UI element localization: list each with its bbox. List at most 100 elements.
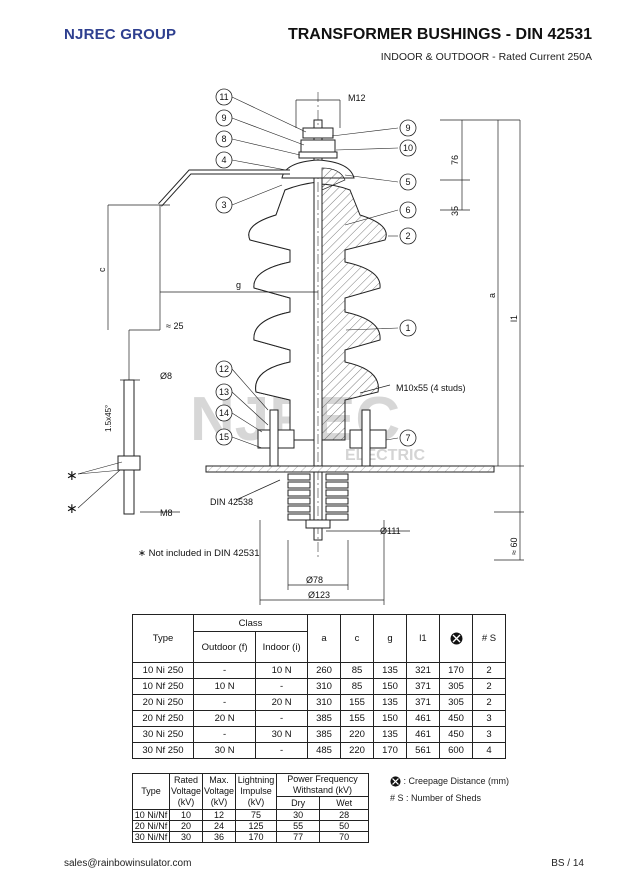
top-cap <box>281 159 355 179</box>
table-cell: 220 <box>340 742 374 759</box>
vcol-dry: Dry <box>275 796 321 810</box>
callout-2: 2 <box>405 231 410 241</box>
table-cell: 36 <box>202 831 236 843</box>
dim-studs: M10x55 (4 studs) <box>396 383 466 393</box>
dim-76: 76 <box>450 155 460 165</box>
table-cell: 385 <box>307 726 341 743</box>
table-cell: 305 <box>439 678 473 695</box>
col-class: Class <box>193 614 308 632</box>
table-cell: 371 <box>406 678 440 695</box>
dim-dia8: Ø8 <box>160 371 172 381</box>
dim-dia111: Ø111 <box>380 526 401 536</box>
table-cell: 310 <box>307 694 341 711</box>
stud-right <box>361 409 371 467</box>
vcol-power-frequency: Power Frequency Withstand (kV) <box>276 773 369 797</box>
footer-page-number: BS / 14 <box>551 858 584 869</box>
dim-c: c <box>97 267 107 272</box>
callout-13: 13 <box>219 387 229 397</box>
table-cell: 30 <box>275 809 321 821</box>
table-cell: 3 <box>472 710 506 727</box>
table-cell: 170 <box>373 742 407 759</box>
table-cell: 150 <box>373 678 407 695</box>
callout-5: 5 <box>405 177 410 187</box>
vcol-max: Max. Voltage (kV) <box>202 773 236 810</box>
col-g: g <box>373 614 407 663</box>
callout-4: 4 <box>221 155 226 165</box>
col-c: c <box>340 614 374 663</box>
legend-creepage: : Creepage Distance (mm) <box>390 776 509 787</box>
vcol-type: Type <box>132 773 170 810</box>
table-cell: 385 <box>307 710 341 727</box>
table-cell: 155 <box>340 694 374 711</box>
dim-dia78: Ø78 <box>306 575 323 585</box>
table-cell: - <box>255 678 308 695</box>
table-cell: 10 Nf 250 <box>132 678 194 695</box>
page-subtitle: INDOOR & OUTDOOR - Rated Current 250A <box>380 51 592 63</box>
table-cell: 170 <box>235 831 277 843</box>
table-cell: 10 N <box>255 662 308 679</box>
stud-left <box>269 409 279 467</box>
table-cell: 10 <box>169 809 203 821</box>
callout-7: 7 <box>405 433 410 443</box>
table-cell: 461 <box>406 726 440 743</box>
callout-9-left: 9 <box>221 113 226 123</box>
table-cell: - <box>192 662 257 679</box>
callout-6: 6 <box>405 205 410 215</box>
star-mark-1: ∗ <box>66 467 78 483</box>
table-cell: 85 <box>340 678 374 695</box>
table-cell: 12 <box>202 809 236 821</box>
callout-10: 10 <box>403 143 413 153</box>
dim-approx60: ≈ 60 <box>509 538 519 555</box>
page-title: TRANSFORMER BUSHINGS - DIN 42531 <box>287 26 592 43</box>
dim-dia123: Ø123 <box>308 590 330 600</box>
dimensions-table: Type Class a c g l1 # S Outdoor (f) Indo… <box>132 614 506 759</box>
callout-11: 11 <box>219 92 228 102</box>
vcol-rated: Rated Voltage (kV) <box>169 773 203 810</box>
dim-chamfer: 1.5x45° <box>104 405 113 432</box>
col-l1: l1 <box>406 614 440 663</box>
creepage-symbol-icon <box>390 776 401 787</box>
table-cell: 561 <box>406 742 440 759</box>
table-cell: 50 <box>319 820 369 832</box>
table-cell: - <box>192 726 257 743</box>
watermark-sub: ELECTRIC <box>345 447 425 464</box>
table-cell: 125 <box>235 820 277 832</box>
table-cell: 20 N <box>255 694 308 711</box>
table-cell: 2 <box>472 662 506 679</box>
col-a: a <box>307 614 341 663</box>
col-creepage <box>439 614 473 663</box>
top-washer <box>298 151 338 159</box>
col-outdoor: Outdoor (f) <box>192 631 257 663</box>
bottom-gasket <box>287 473 349 521</box>
table-cell: 30 N <box>192 742 257 759</box>
table-cell: 371 <box>406 694 440 711</box>
col-sheds: # S <box>472 614 506 663</box>
table-cell: 75 <box>235 809 277 821</box>
table-cell: - <box>255 742 308 759</box>
table-cell: 10 N <box>192 678 257 695</box>
table-cell: 310 <box>307 678 341 695</box>
table-cell: 28 <box>319 809 369 821</box>
dim-g: g <box>236 280 241 290</box>
table-cell: 2 <box>472 678 506 695</box>
table-cell: 70 <box>319 831 369 843</box>
bushing-drawing: NJREC ELECTRIC <box>66 88 524 605</box>
table-cell: 20 <box>169 820 203 832</box>
company-name: NJREC GROUP <box>64 26 177 43</box>
star-note: ∗ Not included in DIN 42531 <box>138 548 260 559</box>
table-cell: 321 <box>406 662 440 679</box>
footer-email[interactable]: sales@rainbowinsulator.com <box>64 858 192 869</box>
bottom-nut <box>305 519 331 529</box>
callout-3: 3 <box>221 200 226 210</box>
table-cell: 30 Nf 250 <box>132 742 194 759</box>
table-cell: 10 Ni 250 <box>132 662 194 679</box>
dim-m12: M12 <box>348 93 366 103</box>
table-cell: 450 <box>439 710 473 727</box>
table-cell: - <box>255 710 308 727</box>
